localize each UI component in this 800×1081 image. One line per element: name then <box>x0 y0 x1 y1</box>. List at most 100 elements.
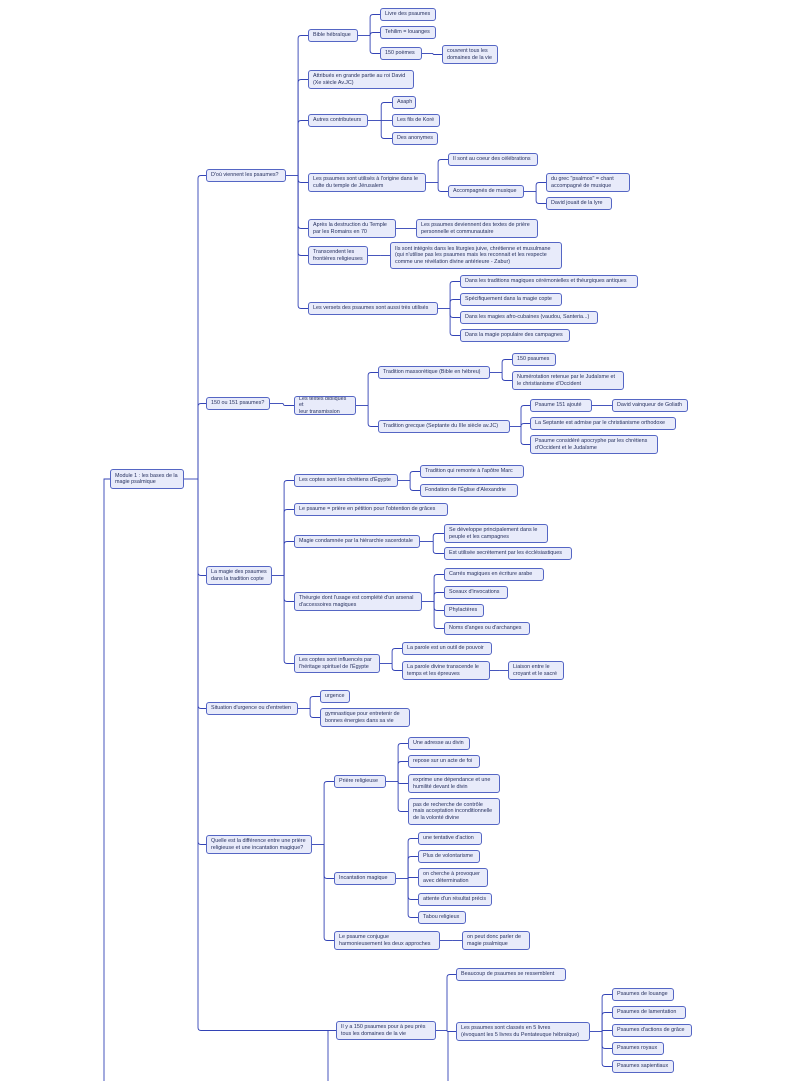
topic-node[interactable]: Fondation de l'Église d'Alexandrie <box>420 484 518 497</box>
topic-node[interactable]: Les textes bibliques et leur transmissio… <box>294 396 356 415</box>
topic-node[interactable]: La magie des psaumes dans la tradition c… <box>206 566 272 585</box>
topic-node[interactable]: Spécifiquement dans la magie copte <box>460 293 562 306</box>
topic-node[interactable]: David vainqueur de Goliath <box>612 399 688 412</box>
connector-branch <box>282 403 294 406</box>
topic-node[interactable]: Plus de volontarisme <box>418 850 480 863</box>
topic-node[interactable]: du grec "psalmos" = chant accompagné de … <box>546 173 630 192</box>
topic-node[interactable]: 150 ou 151 psaumes? <box>206 397 270 410</box>
topic-node[interactable]: Prière religieuse <box>334 775 386 788</box>
connector-branch <box>380 102 392 121</box>
topic-node[interactable]: repose sur un acte de foi <box>408 755 480 768</box>
topic-node[interactable]: Psaumes sapientiaux <box>612 1060 674 1073</box>
topic-node[interactable]: pas de recherche de contrôle mais accept… <box>408 798 500 825</box>
connector-branch <box>601 994 612 1032</box>
topic-node[interactable]: Magie condamnée par la hiérarchie sacerd… <box>294 535 420 548</box>
connector-branch <box>433 592 444 602</box>
topic-node[interactable]: Situation d'urgence ou d'entretien <box>206 702 298 715</box>
topic-node[interactable]: La Septante est admise par le christiani… <box>530 417 676 430</box>
central-topic-node[interactable]: Module 1 : les bases de la magie psalmiq… <box>110 469 184 489</box>
connector-branch <box>437 159 448 183</box>
connector-branch <box>297 79 308 176</box>
topic-node[interactable]: Bible hébraïque <box>308 29 358 42</box>
topic-node[interactable]: Psaumes d'actions de grâce <box>612 1024 692 1037</box>
topic-node[interactable]: Le psaume = prière en pétition pour l'ob… <box>294 503 448 516</box>
topic-node[interactable]: Le psaume conjugue harmonieusement les d… <box>334 931 440 950</box>
topic-node[interactable]: Accompagnés de musique <box>448 185 524 198</box>
topic-node[interactable]: Théurgie dont l'usage est complété d'un … <box>294 592 422 611</box>
topic-node[interactable]: Livre des psaumes <box>380 8 436 21</box>
topic-node[interactable]: Tabou religieux <box>418 911 466 924</box>
topic-node[interactable]: on cherche à provoquer avec déterminatio… <box>418 868 488 887</box>
topic-node[interactable]: Dans la magie populaire des campagnes <box>460 329 570 342</box>
topic-node[interactable]: La parole est un outil de pouvoir <box>402 642 492 655</box>
topic-node[interactable]: Incantation magique <box>334 872 396 885</box>
topic-node[interactable]: exprime une dépendance et une humilité d… <box>408 774 500 793</box>
topic-node[interactable]: Noms d'anges ou d'archanges <box>444 622 530 635</box>
connector-branch <box>297 175 308 309</box>
topic-node[interactable]: Numérotation retenue par le Judaïsme et … <box>512 371 624 390</box>
connector-branch <box>197 479 206 709</box>
topic-node[interactable]: 150 poèmes <box>380 47 422 60</box>
topic-node[interactable]: Psaume considéré apocryphe par les chrét… <box>530 435 658 454</box>
connector-branch <box>407 878 418 918</box>
connector-branch <box>197 479 206 576</box>
topic-node[interactable]: Sceaux d'invocations <box>444 586 508 599</box>
connector-branch <box>432 541 444 554</box>
topic-node[interactable]: Est utilisée secrètement par les écclési… <box>444 547 572 560</box>
topic-node[interactable]: Beaucoup de psaumes se ressemblent <box>456 968 566 981</box>
topic-node[interactable]: Il sont au coeur des célébrations <box>448 153 538 166</box>
topic-node[interactable]: 150 psaumes <box>512 353 556 366</box>
topic-node[interactable]: Quelle est la différence entre une prièr… <box>206 835 312 854</box>
topic-node[interactable]: Tradition grecque (Septante du IIIe sièc… <box>378 420 510 433</box>
topic-node[interactable]: couvrent tous les domaines de la vie <box>442 45 498 64</box>
topic-node[interactable]: Se développe principalement dans le peup… <box>444 524 548 543</box>
topic-node[interactable]: Dans les traditions magiques cérémoniell… <box>460 275 638 288</box>
connector-branch <box>601 1031 612 1049</box>
topic-node[interactable]: Les psaumes sont utilisés à l'origine da… <box>308 173 426 192</box>
topic-node[interactable]: Psaumes royaux <box>612 1042 664 1055</box>
topic-node[interactable]: urgence <box>320 690 350 703</box>
connector-branch <box>283 480 294 576</box>
topic-node[interactable]: Liaison entre le croyant et le sacré <box>508 661 564 680</box>
topic-node[interactable]: Autres contributeurs <box>308 114 368 127</box>
topic-node[interactable]: David jouait de la lyre <box>546 197 612 210</box>
connector-branch <box>501 359 512 373</box>
topic-node[interactable]: Dans les magies afro-cubaines (vaudou, S… <box>460 311 598 324</box>
connector-branch <box>283 541 294 576</box>
topic-node[interactable]: Il y a 150 psaumes pour à peu près tous … <box>336 1021 436 1040</box>
topic-node[interactable]: Des anonymes <box>392 132 438 145</box>
topic-node[interactable]: attente d'un résultat précis <box>418 893 492 906</box>
topic-node[interactable]: Psaumes de lamentation <box>612 1006 686 1019</box>
topic-node[interactable]: Phylactères <box>444 604 484 617</box>
connector-branch <box>397 781 408 812</box>
topic-node[interactable]: Les psaumes sont classés en 5 livres (év… <box>456 1022 590 1041</box>
topic-node[interactable]: Ils sont intégrés dans les liturgies jui… <box>390 242 562 269</box>
topic-node[interactable]: Les psaumes deviennent des textes de pri… <box>416 219 538 238</box>
topic-node[interactable]: une tentative d'action <box>418 832 482 845</box>
topic-node[interactable]: Transcendent les frontières religieuses <box>308 246 368 265</box>
topic-node[interactable]: Psaumes de louange <box>612 988 674 1001</box>
topic-node[interactable]: Tehilim = louanges <box>380 26 436 39</box>
connector-branch <box>297 35 308 176</box>
topic-node[interactable]: Carrés magiques en écriture arabe <box>444 568 544 581</box>
connector-branch <box>520 423 530 427</box>
topic-node[interactable]: Les versets des psaumes sont aussi très … <box>308 302 438 315</box>
connector-branch <box>601 1030 612 1032</box>
topic-node[interactable]: Asaph <box>392 96 416 109</box>
connector-branch <box>367 372 378 406</box>
topic-node[interactable]: Les coptes sont les chrétiens d'Égypte <box>294 474 398 487</box>
topic-node[interactable]: gymnastique pour entretenir de bonnes én… <box>320 708 410 727</box>
topic-node[interactable]: Une adresse au divin <box>408 737 470 750</box>
topic-node[interactable]: Après la destruction du Temple par les R… <box>308 219 396 238</box>
topic-node[interactable]: D'où viennent les psaumes? <box>206 169 286 182</box>
topic-node[interactable]: Les coptes sont influencés par l'héritag… <box>294 654 380 673</box>
topic-node[interactable]: Psaume 151 ajouté <box>530 399 592 412</box>
connector-branch <box>283 575 294 602</box>
topic-node[interactable]: La parole divine transcende le temps et … <box>402 661 490 680</box>
topic-node[interactable]: Attribués en grande partie au roi David … <box>308 70 414 89</box>
topic-node[interactable]: on peut donc parler de magie psalmique <box>462 931 530 950</box>
connector-branch <box>449 308 460 336</box>
topic-node[interactable]: Tradition qui remonte à l'apôtre Marc <box>420 465 524 478</box>
topic-node[interactable]: Les fils de Koré <box>392 114 440 127</box>
topic-node[interactable]: Tradition massorétique (Bible en hébreu) <box>378 366 490 379</box>
